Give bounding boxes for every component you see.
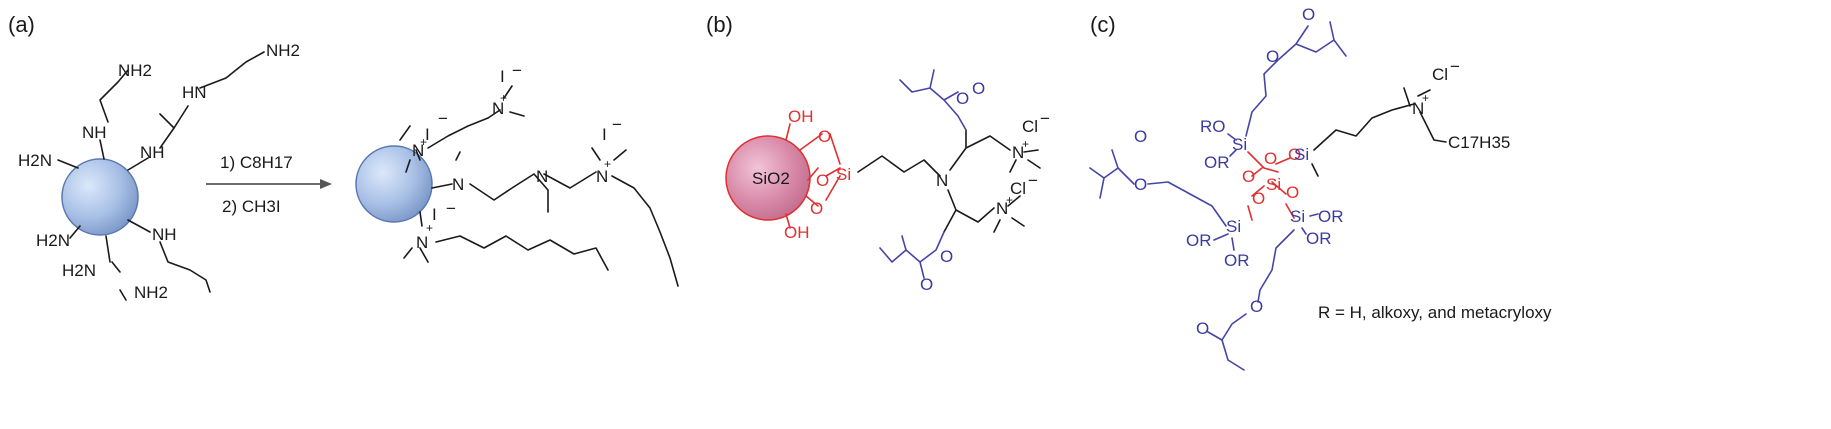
panel-b: (b) SiO2 OH O Si O O OH N N + Cl − N + C… bbox=[706, 12, 1050, 294]
n-plus-2: N bbox=[492, 99, 504, 118]
o-b-lower-1: O bbox=[940, 247, 953, 266]
iodide-1-minus: − bbox=[438, 109, 448, 128]
cl-c: Cl bbox=[1432, 65, 1448, 84]
iodide-4-minus: − bbox=[446, 199, 456, 218]
h2n-lower-left: H2N bbox=[36, 231, 70, 250]
o-c-1: O bbox=[1264, 149, 1277, 168]
nh2-top-right: NH2 bbox=[266, 41, 300, 60]
sio2-label: SiO2 bbox=[752, 169, 790, 188]
n-plus-4: N bbox=[416, 233, 428, 252]
iodide-1: I bbox=[425, 125, 430, 144]
o-b-upper-1: O bbox=[956, 89, 969, 108]
nh-left: NH bbox=[82, 123, 107, 142]
plus-2: + bbox=[500, 91, 507, 105]
si-c-center: Si bbox=[1266, 175, 1281, 194]
nanoparticle-core bbox=[61, 158, 139, 236]
iodide-3: I bbox=[602, 125, 607, 144]
r-group-legend: R = H, alkoxy, and metacryloxy bbox=[1318, 303, 1552, 322]
c17h35: C17H35 bbox=[1448, 133, 1510, 152]
pei-nanoparticle bbox=[57, 51, 265, 301]
hn-upper: HN bbox=[182, 83, 207, 102]
n-c: N bbox=[1412, 99, 1424, 118]
plus-4: + bbox=[426, 221, 433, 235]
o-c-bottom-1: O bbox=[1250, 297, 1263, 316]
o-2: O bbox=[816, 171, 829, 190]
iodide-4: I bbox=[432, 205, 437, 224]
plus-b-lower: + bbox=[1006, 193, 1013, 207]
n-b-lower: N bbox=[996, 199, 1008, 218]
o-1: O bbox=[818, 127, 831, 146]
o-c-left-1: O bbox=[1134, 175, 1147, 194]
or-lower-left-1: OR bbox=[1186, 231, 1212, 250]
o-b-lower-2: O bbox=[920, 275, 933, 294]
nh2-bottom: NH2 bbox=[134, 283, 168, 302]
reaction-arrowhead bbox=[320, 179, 332, 189]
ro-upper: RO bbox=[1200, 117, 1226, 136]
n-plus-3: N bbox=[596, 167, 608, 186]
panel-a-label: (a) bbox=[8, 12, 35, 37]
h2n-left: H2N bbox=[18, 151, 52, 170]
cl-lower-minus: − bbox=[1028, 171, 1038, 190]
iodide-3-minus: − bbox=[612, 115, 622, 134]
iodide-2-minus: − bbox=[512, 61, 522, 80]
o-c-4: O bbox=[1286, 183, 1299, 202]
n-2: N bbox=[536, 167, 548, 186]
o-c-bottom-2: O bbox=[1196, 319, 1209, 338]
or-upper-left: OR bbox=[1204, 153, 1230, 172]
nh-right: NH bbox=[140, 143, 165, 162]
plus-1: + bbox=[420, 135, 427, 149]
panel-b-label: (b) bbox=[706, 12, 733, 37]
nh2-top: NH2 bbox=[118, 61, 152, 80]
o-c-3: O bbox=[1252, 189, 1265, 208]
si-c-lower-right: Si bbox=[1290, 207, 1305, 226]
n-b: N bbox=[936, 171, 948, 190]
o-c-top-1: O bbox=[1266, 47, 1279, 66]
si-c-lower-left: Si bbox=[1226, 217, 1241, 236]
panel-a: (a) NH2 NH2 HN NH NH H2N NH H2N H2N NH2 … bbox=[8, 12, 679, 302]
oh-bottom: OH bbox=[784, 223, 810, 242]
or-lower-left-2: OR bbox=[1224, 251, 1250, 270]
o-c-left-2: O bbox=[1134, 127, 1147, 146]
cl-lower: Cl bbox=[1010, 179, 1026, 198]
reagent-1: 1) C8H17 bbox=[220, 153, 293, 172]
panel-c-label: (c) bbox=[1090, 12, 1116, 37]
n-plus-1: N bbox=[412, 141, 424, 160]
reagent-2: 2) CH3I bbox=[222, 197, 281, 216]
si-c-upper-right: Si bbox=[1294, 145, 1309, 164]
plus-c: + bbox=[1422, 91, 1429, 105]
si-b: Si bbox=[836, 165, 851, 184]
nh-lower-right: NH bbox=[152, 225, 177, 244]
or-lower-right-2: OR bbox=[1306, 229, 1332, 248]
cl-upper: Cl bbox=[1022, 117, 1038, 136]
n-1: N bbox=[452, 175, 464, 194]
plus-b-upper: + bbox=[1022, 137, 1029, 151]
quaternized-nanoparticle bbox=[355, 85, 679, 287]
cl-upper-minus: − bbox=[1040, 109, 1050, 128]
o-c-2: O bbox=[1288, 145, 1301, 164]
h2n-bottom: H2N bbox=[62, 261, 96, 280]
cl-c-minus: − bbox=[1450, 57, 1460, 76]
o-c-top-2: O bbox=[1302, 5, 1315, 24]
panel-c: (c) O O Si O O O Si Si Si Si RO OR OR OR… bbox=[1089, 5, 1552, 371]
product-core bbox=[355, 145, 433, 223]
or-lower-right-1: OR bbox=[1318, 207, 1344, 226]
o-c-5: O bbox=[1242, 167, 1255, 186]
o-b-upper-2: O bbox=[972, 79, 985, 98]
oh-top: OH bbox=[788, 107, 814, 126]
iodide-2: I bbox=[500, 67, 505, 86]
plus-3: + bbox=[604, 157, 611, 171]
o-3: O bbox=[810, 199, 823, 218]
n-b-upper: N bbox=[1012, 143, 1024, 162]
